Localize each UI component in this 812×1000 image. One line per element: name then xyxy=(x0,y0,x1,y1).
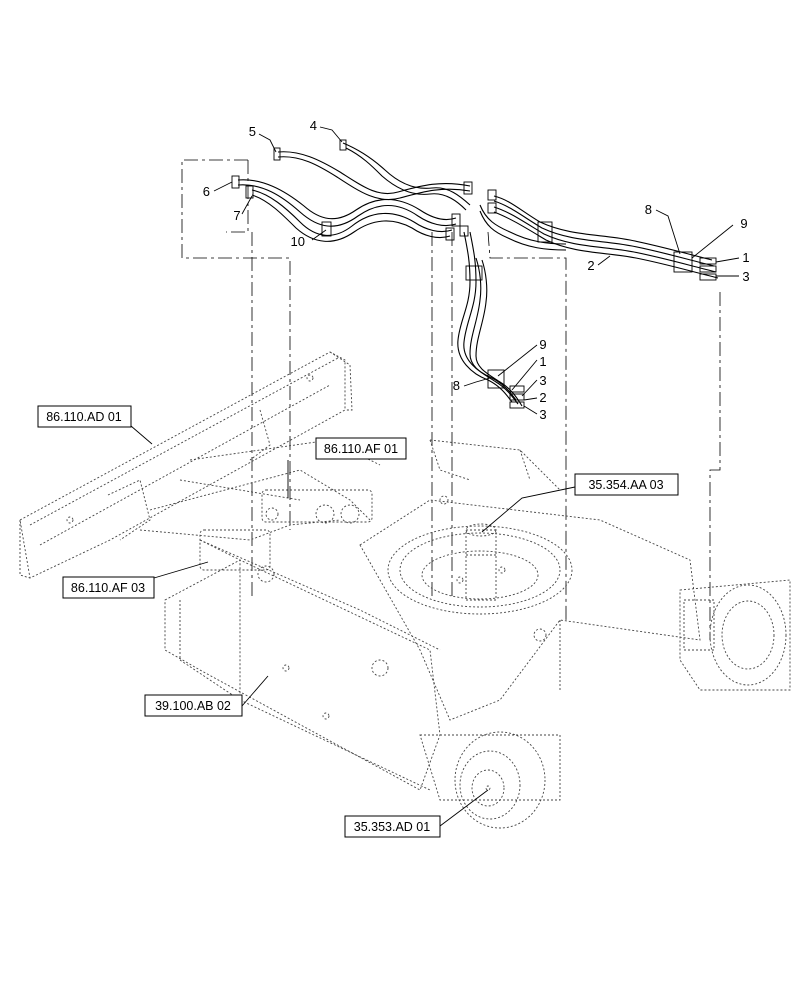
dozer-blade xyxy=(19,351,353,579)
callout-7[interactable]: 7 xyxy=(233,208,240,223)
callout-6[interactable]: 6 xyxy=(203,184,210,199)
ref-label[interactable]: 86.110.AF 03 xyxy=(71,581,145,595)
callout-9-lower[interactable]: 9 xyxy=(539,337,546,352)
callout-1-top[interactable]: 1 xyxy=(742,250,749,265)
hydraulic-hose-bundle xyxy=(231,139,719,409)
ref-label[interactable]: 86.110.AF 01 xyxy=(324,442,398,456)
crawler-frame xyxy=(164,529,441,791)
part-callouts: 5 4 6 7 10 8 9 1 3 2 9 1 3 2 3 8 xyxy=(203,118,750,422)
callout-8-top[interactable]: 8 xyxy=(645,202,652,217)
ref-box-39-100-ab-02[interactable]: 39.100.AB 02 xyxy=(144,694,243,717)
ref-box-35-354-aa-03[interactable]: 35.354.AA 03 xyxy=(574,473,679,496)
ref-box-86-110-ad-01[interactable]: 86.110.AD 01 xyxy=(37,405,132,428)
ref-box-35-353-ad-01[interactable]: 35.353.AD 01 xyxy=(344,815,441,838)
ref-label[interactable]: 39.100.AB 02 xyxy=(155,699,231,713)
swivel-joint xyxy=(456,523,506,601)
callout-10[interactable]: 10 xyxy=(291,234,305,249)
slewing-ring xyxy=(387,525,573,615)
ref-label[interactable]: 86.110.AD 01 xyxy=(46,410,122,424)
callout-8-lower[interactable]: 8 xyxy=(453,378,460,393)
ref-label[interactable]: 35.353.AD 01 xyxy=(354,820,430,834)
callout-2-lower[interactable]: 2 xyxy=(539,390,546,405)
front-drive-sprocket xyxy=(419,731,561,829)
callout-4[interactable]: 4 xyxy=(310,118,317,133)
assembly-guide-lines xyxy=(181,159,721,640)
callout-3-top[interactable]: 3 xyxy=(742,269,749,284)
leader-lines xyxy=(130,126,740,827)
ref-label[interactable]: 35.354.AA 03 xyxy=(588,478,663,492)
center-frame xyxy=(359,439,701,721)
reference-boxes: 86.110.AD 01 86.110.AF 01 35.354.AA 03 8… xyxy=(37,405,679,838)
callout-9-top[interactable]: 9 xyxy=(740,216,747,231)
ref-box-86-110-af-01[interactable]: 86.110.AF 01 xyxy=(315,437,407,460)
callout-2-top[interactable]: 2 xyxy=(587,258,594,273)
callout-3-bottom[interactable]: 3 xyxy=(539,407,546,422)
callout-1-lower[interactable]: 1 xyxy=(539,354,546,369)
ref-box-86-110-af-03[interactable]: 86.110.AF 03 xyxy=(62,576,155,599)
right-drive-sprocket xyxy=(679,579,791,691)
callout-3-lower[interactable]: 3 xyxy=(539,373,546,388)
callout-5[interactable]: 5 xyxy=(249,124,256,139)
excavator-undercarriage xyxy=(19,351,791,829)
